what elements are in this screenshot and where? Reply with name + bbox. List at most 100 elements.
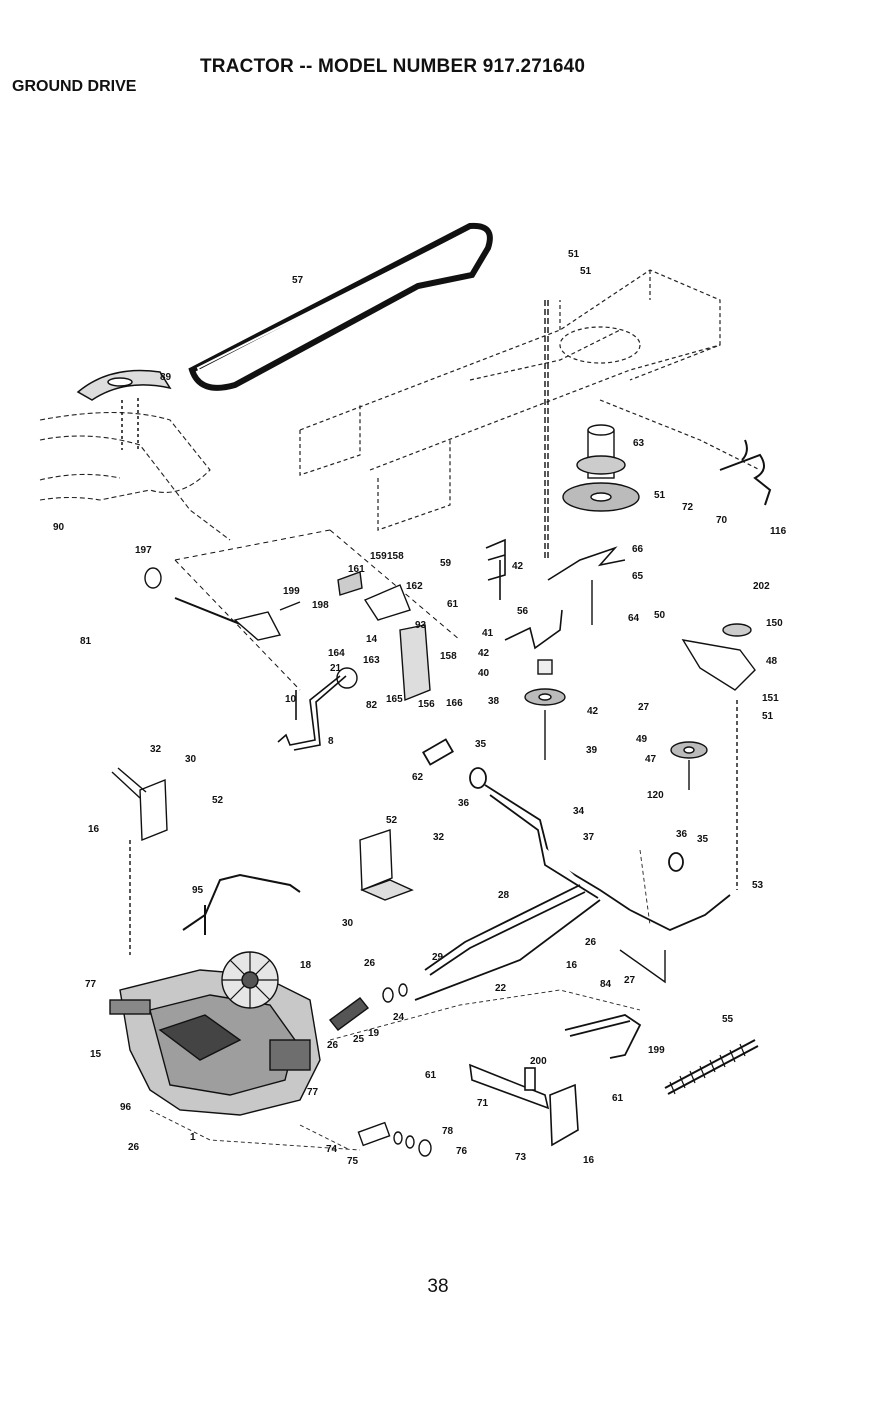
shift-lever [277,675,347,751]
callout-51: 51 [580,266,592,277]
callout-166: 166 [446,698,463,709]
callout-32: 32 [150,744,162,755]
callout-61: 61 [447,599,459,610]
callout-84: 84 [600,979,612,990]
callout-72: 72 [682,502,694,513]
spring-hook [719,439,772,506]
callout-49: 49 [636,734,648,745]
left-bracket [111,767,168,955]
callout-202: 202 [753,581,770,592]
page-number: 38 [427,1276,449,1297]
callout-22: 22 [495,983,507,994]
callout-36: 36 [676,829,688,840]
callout-158: 158 [387,551,404,562]
axle-parts [357,1121,432,1157]
section-title: GROUND DRIVE [12,78,137,95]
callout-36: 36 [458,798,470,809]
callout-42: 42 [587,706,599,717]
control-rods [414,884,601,1001]
clutch-mechanism [279,571,431,702]
callout-151: 151 [762,693,779,704]
callout-14: 14 [366,634,378,645]
shift-rod [182,873,301,935]
callout-1: 1 [190,1132,196,1143]
callout-16: 16 [583,1155,595,1166]
callout-116: 116 [770,526,787,537]
spindle-assembly [524,300,640,760]
callout-42: 42 [478,648,490,659]
callout-19: 19 [368,1028,380,1039]
callout-164: 164 [328,648,345,659]
callout-56: 56 [517,606,529,617]
callout-95: 95 [192,885,204,896]
callout-51: 51 [654,490,666,501]
callout-32: 32 [433,832,445,843]
callout-48: 48 [766,656,778,667]
callout-50: 50 [654,610,666,621]
callout-73: 73 [515,1152,527,1163]
callout-64: 64 [628,613,640,624]
tractor-frame [299,269,761,531]
callout-63: 63 [633,438,645,449]
brake-lever [564,949,666,1059]
callout-81: 81 [80,636,92,647]
callout-200: 200 [530,1056,547,1067]
diagram-title: TRACTOR -- MODEL NUMBER 917.271640 [200,56,586,77]
callout-40: 40 [478,668,490,679]
callout-65: 65 [632,571,644,582]
callout-77: 77 [85,979,97,990]
callout-162: 162 [406,581,423,592]
callout-51: 51 [762,711,774,722]
body-panel [39,411,231,541]
callout-93: 93 [415,620,427,631]
callout-66: 66 [632,544,644,555]
callout-61: 61 [612,1093,624,1104]
callout-159: 159 [370,551,387,562]
callout-24: 24 [393,1012,405,1023]
callout-150: 150 [766,618,783,629]
callout-26: 26 [128,1142,140,1153]
callout-15: 15 [90,1049,102,1060]
callout-61: 61 [425,1070,437,1081]
idler-arm [670,623,756,890]
callout-42: 42 [512,561,524,572]
callout-35: 35 [697,834,709,845]
callout-199: 199 [648,1045,665,1056]
callout-10: 10 [285,694,297,705]
callout-25: 25 [353,1034,365,1045]
callout-75: 75 [347,1156,359,1167]
callout-70: 70 [716,515,728,526]
leader-lines [149,849,651,1151]
callout-62: 62 [412,772,424,783]
callout-57: 57 [292,275,304,286]
cross-shaft [422,738,731,931]
callout-52: 52 [386,815,398,826]
callout-47: 47 [645,754,657,765]
lever-cover [76,369,172,450]
callout-74: 74 [326,1144,338,1155]
callout-120: 120 [647,790,664,801]
callout-29: 29 [432,952,444,963]
callout-26: 26 [327,1040,339,1051]
callout-52: 52 [212,795,224,806]
callout-16: 16 [566,960,578,971]
callout-90: 90 [53,522,65,533]
center-bracket [485,538,626,650]
callout-89: 89 [160,372,172,383]
callout-199: 199 [283,586,300,597]
callout-165: 165 [386,694,403,705]
callout-21: 21 [330,663,342,674]
coil-spring [328,983,408,1031]
callout-158: 158 [440,651,457,662]
spring [664,1039,759,1095]
callout-71: 71 [477,1098,489,1109]
callout-163: 163 [363,655,380,666]
callout-30: 30 [185,754,197,765]
callout-53: 53 [752,880,764,891]
drive-belt [188,222,493,391]
callout-28: 28 [498,890,510,901]
callout-77: 77 [307,1087,319,1098]
callout-198: 198 [312,600,329,611]
